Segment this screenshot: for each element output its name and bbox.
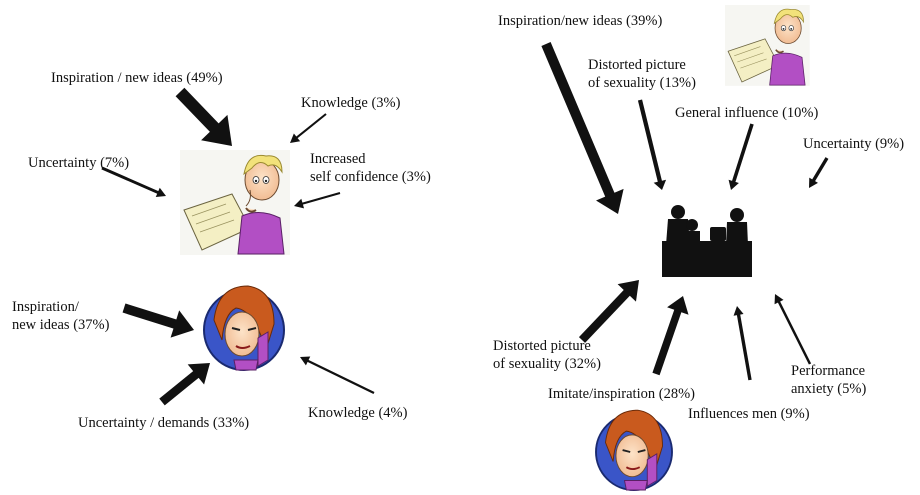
woman-face-icon <box>595 409 673 491</box>
label-couple-man-distorted: Distorted picture of sexuality (13%) <box>588 57 696 91</box>
label-couple-woman-distorted: Distorted picture of sexuality (32%) <box>493 338 601 372</box>
arrow-head <box>290 133 301 143</box>
woman-face-icon <box>203 285 285 371</box>
label-woman-inspiration: Inspiration/ new ideas (37%) <box>12 299 110 333</box>
arrow-head <box>294 198 305 209</box>
arrow-shaft <box>736 313 752 381</box>
label-man-self-confidence: Increased self confidence (3%) <box>310 151 431 185</box>
arrow-shaft <box>159 370 200 406</box>
arrow-head <box>809 177 818 188</box>
arrow-head <box>733 306 744 316</box>
arrow-shaft <box>101 166 160 195</box>
arrow-shaft <box>777 300 812 365</box>
label-man-uncertainty: Uncertainty (7%) <box>28 155 130 171</box>
label-woman-knowledge: Knowledge (4%) <box>308 405 408 421</box>
arrow-head <box>201 114 232 146</box>
arrow-shaft <box>541 42 615 198</box>
arrow-right-woman_to_couple-3 <box>774 294 812 365</box>
label-couple-woman-influences-men: Influences men (9%) <box>688 406 810 422</box>
label-couple-woman-performance: Performance anxiety (5%) <box>791 363 867 397</box>
arrow-head <box>617 280 639 302</box>
label-couple-woman-imitate: Imitate/inspiration (28%) <box>548 386 695 402</box>
couple-silhouette-icon <box>662 205 752 277</box>
arrow-right-man_to_couple-2 <box>728 123 754 190</box>
arrow-head <box>774 294 784 305</box>
arrow-right-man_to_couple-1 <box>637 99 667 190</box>
arrow-shaft <box>301 192 341 205</box>
arrow-shaft <box>578 289 631 343</box>
arrow-left-woman_influences-0 <box>122 303 194 338</box>
arrow-shaft <box>731 123 754 183</box>
arrow-right-man_to_couple-0 <box>541 42 624 214</box>
arrow-head <box>728 179 739 190</box>
arrow-head <box>155 187 166 197</box>
arrow-head <box>667 296 689 315</box>
label-man-inspiration: Inspiration / new ideas (49%) <box>51 70 223 86</box>
arrow-left-woman_influences-2 <box>300 356 375 395</box>
man-reading-icon <box>725 5 810 86</box>
arrow-layer <box>101 42 829 406</box>
label-man-knowledge: Knowledge (3%) <box>301 95 401 111</box>
arrow-shaft <box>637 99 663 183</box>
arrow-left-man_influences-1 <box>290 113 327 143</box>
arrow-right-woman_to_couple-2 <box>733 306 752 381</box>
arrow-left-man_influences-0 <box>175 87 232 146</box>
label-couple-man-inspiration: Inspiration/new ideas (39%) <box>498 13 663 29</box>
arrow-head <box>653 179 667 190</box>
arrow-shaft <box>811 157 829 183</box>
label-couple-man-general: General influence (10%) <box>675 105 819 121</box>
arrow-shaft <box>652 308 682 376</box>
arrow-shaft <box>306 359 375 395</box>
arrow-head <box>187 363 210 385</box>
arrow-left-man_influences-2 <box>101 166 166 197</box>
label-woman-uncertainty-demands: Uncertainty / demands (33%) <box>78 415 250 431</box>
arrow-right-woman_to_couple-1 <box>652 296 689 376</box>
arrow-right-man_to_couple-3 <box>809 157 829 188</box>
arrow-head <box>300 356 311 366</box>
arrow-shaft <box>295 113 327 139</box>
arrow-left-woman_influences-1 <box>159 363 210 406</box>
arrow-head <box>596 188 624 214</box>
arrow-shaft <box>122 303 178 329</box>
arrow-left-man_influences-3 <box>294 192 341 209</box>
label-couple-man-uncertainty: Uncertainty (9%) <box>803 136 905 152</box>
arrow-shaft <box>175 87 220 133</box>
arrow-head <box>170 310 194 338</box>
arrow-right-woman_to_couple-0 <box>578 280 639 343</box>
man-reading-icon <box>180 150 290 255</box>
